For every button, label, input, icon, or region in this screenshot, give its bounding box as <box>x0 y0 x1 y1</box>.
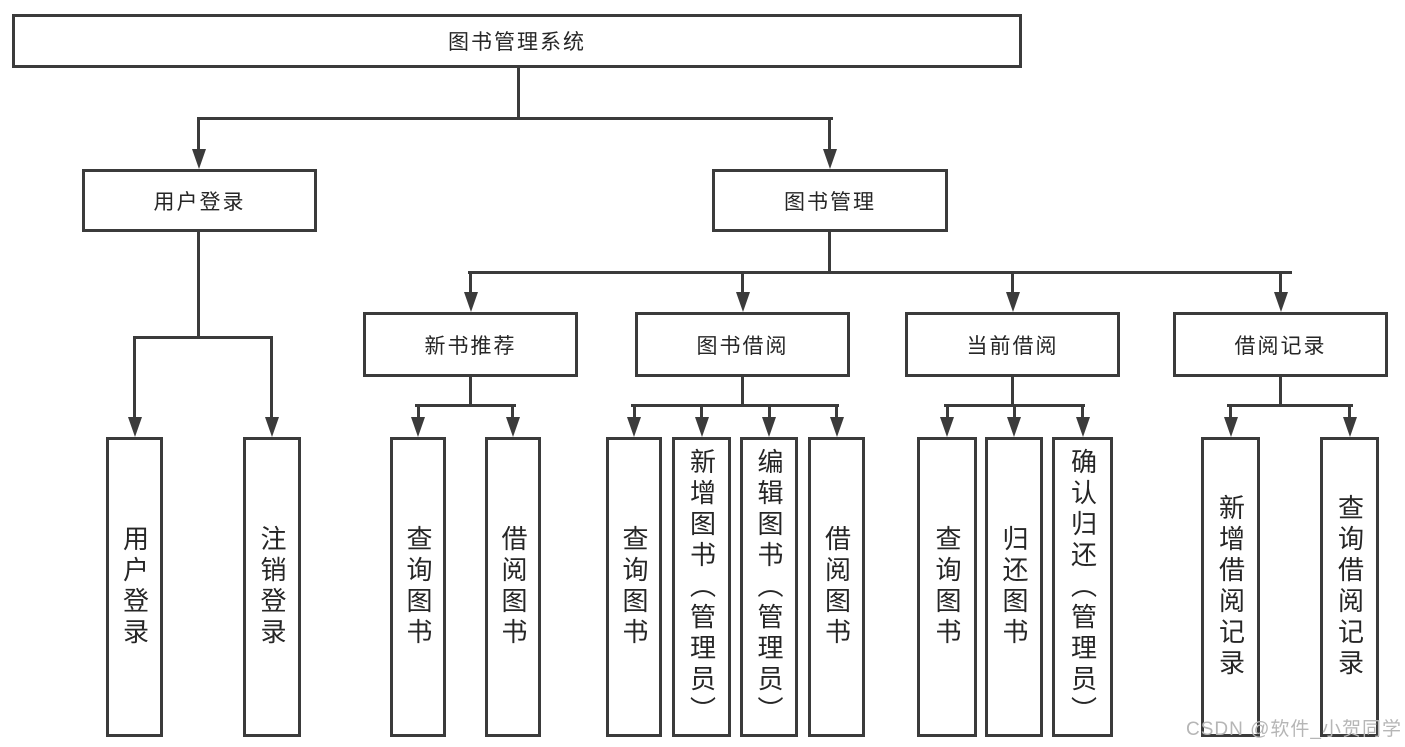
arrow-down-icon <box>762 417 776 437</box>
node-root: 图书管理系统 <box>12 14 1022 68</box>
node-leaf-bb-query-books: 查询图书 <box>606 437 662 737</box>
node-label: 图书管理系统 <box>448 31 586 54</box>
connector-nb-trunk <box>469 377 472 406</box>
connector-stem-nb-query <box>417 404 420 419</box>
arrow-down-icon <box>411 417 425 437</box>
connector-cb-trunk <box>1011 377 1014 406</box>
connector-book-management-trunk <box>828 232 831 273</box>
connector-stem-user-login <box>197 117 200 151</box>
arrow-down-icon <box>830 417 844 437</box>
arrow-down-icon <box>1224 417 1238 437</box>
node-label: 归还图书 <box>999 525 1029 649</box>
node-user-login: 用户登录 <box>82 169 317 232</box>
connector-stem-book-management <box>828 117 831 151</box>
node-label: 注销登录 <box>257 525 287 649</box>
node-label: 借阅记录 <box>1234 334 1327 358</box>
arrow-down-icon <box>695 417 709 437</box>
connector-stem-br-query <box>1348 404 1351 419</box>
node-label: 查询图书 <box>403 525 433 649</box>
connector-stem-bb-edit <box>768 404 771 419</box>
connector-stem-borrowing-records <box>1279 271 1282 294</box>
arrow-down-icon <box>128 417 142 437</box>
connector-stem-leaf-user-login <box>133 336 136 419</box>
node-label: 查询借阅记录 <box>1334 494 1365 680</box>
connector-stem-br-add <box>1229 404 1232 419</box>
node-label: 确认归还（管理员） <box>1067 447 1098 727</box>
node-label: 借阅图书 <box>821 525 852 649</box>
connector-user-login-trunk <box>197 232 200 338</box>
node-leaf-user-login: 用户登录 <box>106 437 163 737</box>
node-leaf-cb-return-books: 归还图书 <box>985 437 1043 737</box>
connector-bb-trunk <box>741 377 744 406</box>
connector-br-trunk <box>1279 377 1282 406</box>
watermark: CSDN @软件_小贺同学 <box>1186 719 1402 740</box>
node-leaf-nb-query-books: 查询图书 <box>390 437 446 737</box>
node-leaf-logout: 注销登录 <box>243 437 301 737</box>
arrow-down-icon <box>506 417 520 437</box>
node-label: 用户登录 <box>153 190 246 214</box>
connector-bb-horizontal <box>631 404 839 407</box>
arrow-down-icon <box>1343 417 1357 437</box>
arrow-down-icon <box>1076 417 1090 437</box>
node-new-book-recommend: 新书推荐 <box>363 312 578 377</box>
node-current-borrowing: 当前借阅 <box>905 312 1120 377</box>
arrow-down-icon <box>464 292 478 312</box>
connector-root-trunk <box>517 68 520 120</box>
node-label: 图书管理 <box>784 190 876 214</box>
connector-stem-current-borrowing <box>1011 271 1014 294</box>
arrow-down-icon <box>265 417 279 437</box>
connector-stem-leaf-logout <box>270 336 273 419</box>
arrow-down-icon <box>627 417 641 437</box>
node-label: 新书推荐 <box>424 334 517 358</box>
connector-nb-horizontal <box>415 404 516 407</box>
connector-book-management-horizontal <box>468 271 1292 274</box>
arrow-down-icon <box>940 417 954 437</box>
arrow-down-icon <box>823 149 837 169</box>
node-leaf-br-add-record: 新增借阅记录 <box>1201 437 1260 737</box>
connector-root-horizontal <box>197 117 833 120</box>
node-leaf-cb-confirm-return: 确认归还（管理员） <box>1052 437 1113 737</box>
connector-stem-nb-borrow <box>511 404 514 419</box>
node-book-management: 图书管理 <box>712 169 948 232</box>
node-label: 新增借阅记录 <box>1215 494 1246 680</box>
node-label: 用户登录 <box>119 525 150 649</box>
connector-stem-bb-borrow <box>835 404 838 419</box>
node-label: 图书借阅 <box>696 334 789 358</box>
node-label: 新增图书（管理员） <box>686 447 717 727</box>
node-leaf-cb-query-books: 查询图书 <box>917 437 977 737</box>
arrow-down-icon <box>736 292 750 312</box>
connector-stem-cb-query <box>946 404 949 419</box>
connector-stem-bb-add <box>700 404 703 419</box>
arrow-down-icon <box>1006 292 1020 312</box>
node-leaf-nb-borrow-books: 借阅图书 <box>485 437 541 737</box>
node-label: 编辑图书（管理员） <box>754 447 784 727</box>
arrow-down-icon <box>192 149 206 169</box>
connector-stem-new-book-recommend <box>469 271 472 294</box>
connector-stem-book-borrowing <box>741 271 744 294</box>
connector-stem-cb-return <box>1013 404 1016 419</box>
node-label: 当前借阅 <box>966 334 1059 358</box>
node-leaf-br-query-record: 查询借阅记录 <box>1320 437 1379 737</box>
node-leaf-bb-add-books: 新增图书（管理员） <box>672 437 731 737</box>
arrow-down-icon <box>1274 292 1288 312</box>
node-label: 查询图书 <box>619 525 649 649</box>
node-book-borrowing: 图书借阅 <box>635 312 850 377</box>
node-leaf-bb-borrow-books: 借阅图书 <box>808 437 865 737</box>
connector-br-horizontal <box>1227 404 1353 407</box>
arrow-down-icon <box>1007 417 1021 437</box>
connector-stem-cb-confirm <box>1081 404 1084 419</box>
connector-stem-bb-query <box>633 404 636 419</box>
node-label: 查询图书 <box>932 525 962 649</box>
connector-user-login-horizontal <box>133 336 273 339</box>
node-leaf-bb-edit-books: 编辑图书（管理员） <box>740 437 798 737</box>
node-label: 借阅图书 <box>498 525 528 649</box>
node-borrowing-records: 借阅记录 <box>1173 312 1388 377</box>
